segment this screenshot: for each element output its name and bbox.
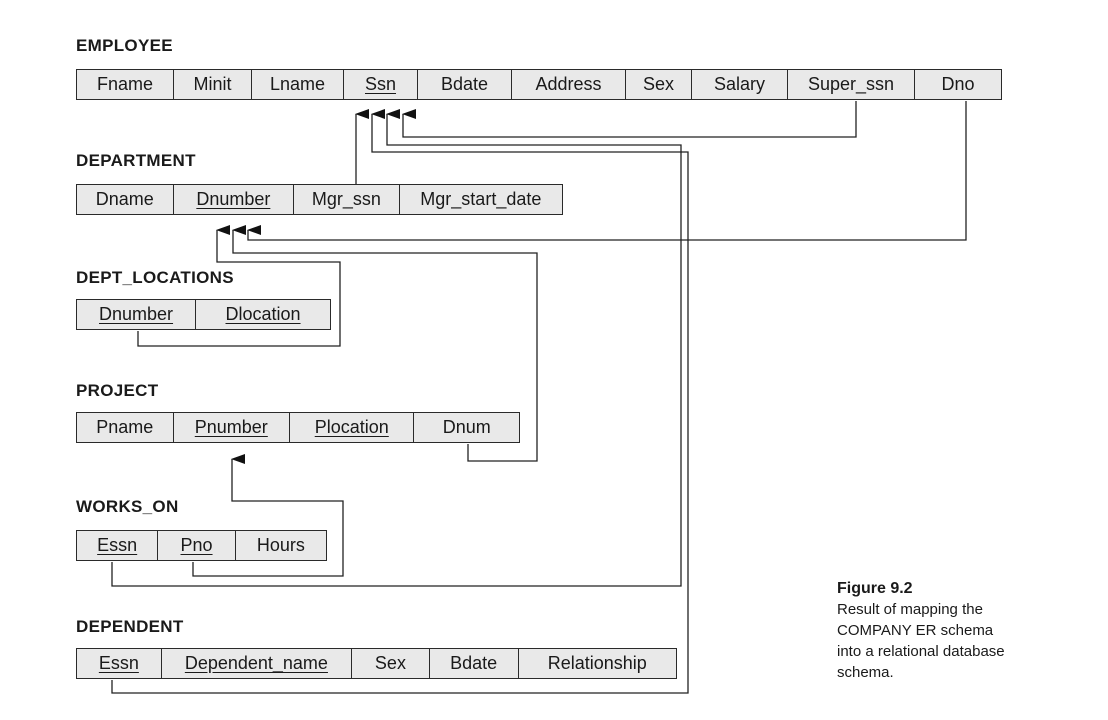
attr-dnumber: Dnumber — [77, 300, 197, 329]
department-table: Dname Dnumber Mgr_ssn Mgr_start_date — [76, 184, 563, 215]
caption-line: Result of mapping the — [837, 601, 983, 618]
figure-number: Figure 9.2 — [837, 580, 913, 597]
attr-sex: Sex — [352, 649, 430, 678]
attr-dlocation: Dlocation — [225, 304, 301, 324]
attr-bdate: Bdate — [430, 649, 519, 678]
relation-title-dept-locations: DEPT_LOCATIONS — [76, 268, 234, 287]
attr-plocation: Plocation — [290, 413, 415, 442]
fk-dnum-to-dnumber — [232, 225, 538, 462]
fk-pno-to-pnumber — [192, 454, 344, 577]
attr-dnumber: Dnumber — [174, 185, 295, 214]
relation-title-works-on: WORKS_ON — [76, 497, 179, 516]
attr-mgr-ssn: Mgr_ssn — [294, 185, 400, 214]
project-table: Pname Pnumber Plocation Dnum — [76, 412, 520, 443]
attr-dependent-name: Dependent_name — [162, 649, 353, 678]
attr-essn: Essn — [77, 531, 159, 560]
attr-address: Address — [512, 70, 626, 99]
fk-dno-to-dnumber — [247, 101, 967, 241]
caption-line: into a relational database — [837, 643, 1005, 660]
attr-ssn: Ssn — [344, 70, 418, 99]
attr-fname: Fname — [77, 70, 174, 99]
relation-title-department: DEPARTMENT — [76, 151, 196, 170]
fk-super-ssn-to-ssn — [402, 101, 857, 138]
attr-pno: Pno — [158, 531, 236, 560]
caption-line: COMPANY ER schema — [837, 622, 994, 639]
fk-dept-locations-dnumber-to-dnumber — [137, 225, 341, 347]
attr-lname: Lname — [252, 70, 344, 99]
attr-essn: Essn — [77, 649, 162, 678]
attr-pnumber: Pnumber — [174, 413, 291, 442]
attr-super-ssn: Super_ssn — [788, 70, 915, 99]
attr-dname: Dname — [77, 185, 174, 214]
caption-line: schema. — [837, 664, 894, 681]
figure-caption: Figure 9.2 Result of mapping the COMPANY… — [837, 578, 1097, 683]
attr-dnum: Dnum — [442, 417, 491, 437]
attr-hours: Hours — [256, 535, 305, 555]
relation-title-project: PROJECT — [76, 381, 159, 400]
attr-pname: Pname — [77, 413, 174, 442]
dept-locations-table: Dnumber Dlocation — [76, 299, 331, 330]
attr-salary: Salary — [692, 70, 788, 99]
fk-dependent-essn-to-ssn — [111, 109, 689, 694]
employee-table: Fname Minit Lname Ssn Bdate Address Sex … — [76, 69, 1002, 100]
relation-title-employee: EMPLOYEE — [76, 36, 173, 55]
attr-relationship: Relationship — [547, 653, 647, 673]
attr-bdate: Bdate — [418, 70, 512, 99]
attr-dno: Dno — [941, 74, 975, 94]
dependent-table: Essn Dependent_name Sex Bdate Relationsh… — [76, 648, 677, 679]
attr-minit: Minit — [174, 70, 252, 99]
relation-title-dependent: DEPENDENT — [76, 617, 184, 636]
fk-works-on-essn-to-ssn — [111, 109, 682, 587]
works-on-table: Essn Pno Hours — [76, 530, 327, 561]
attr-sex: Sex — [626, 70, 692, 99]
attr-mgr-start-date: Mgr_start_date — [420, 189, 542, 209]
